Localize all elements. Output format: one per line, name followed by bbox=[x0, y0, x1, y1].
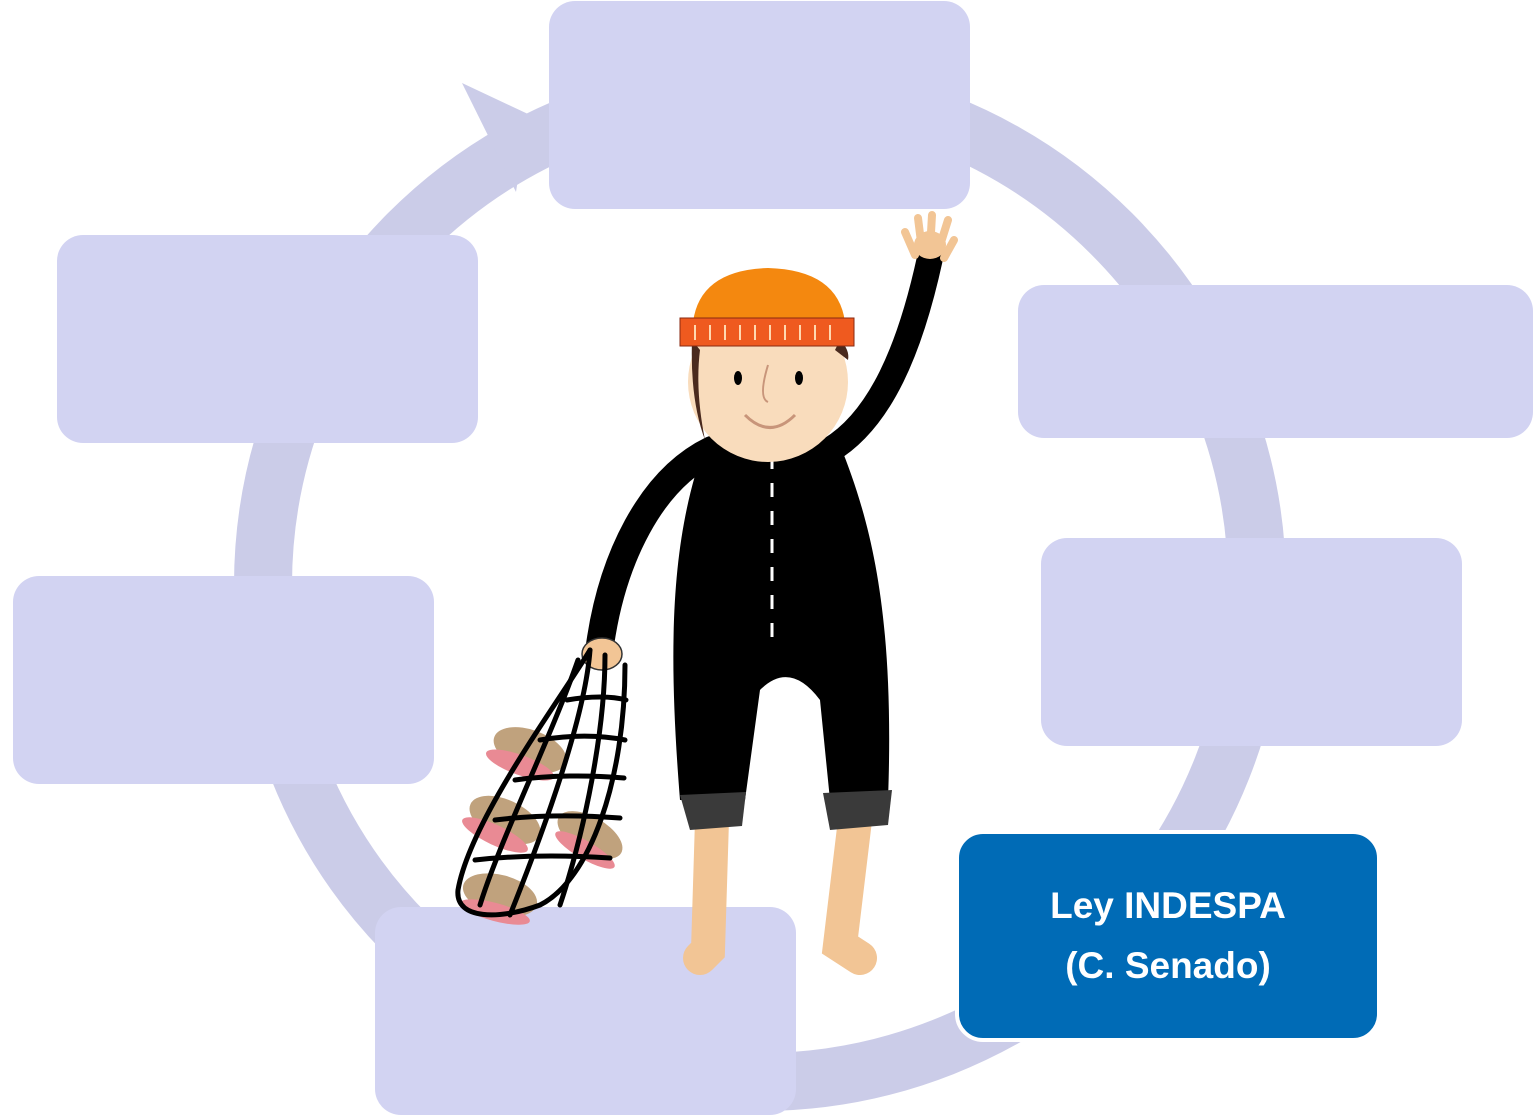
step-box-right-lower bbox=[1041, 538, 1462, 746]
step-box-left-upper bbox=[57, 235, 478, 443]
step-box-active: Ley INDESPA (C. Senado) bbox=[955, 830, 1381, 1042]
step-box-left-lower bbox=[13, 576, 434, 784]
step-box-bottom bbox=[375, 907, 796, 1115]
step-box-right-upper bbox=[1018, 285, 1533, 438]
step-box-top bbox=[549, 1, 970, 209]
cycle-arrowhead bbox=[462, 83, 528, 192]
active-box-label-line1: Ley INDESPA bbox=[1050, 885, 1286, 926]
active-box-label: Ley INDESPA (C. Senado) bbox=[1050, 876, 1286, 996]
active-box-label-line2: (C. Senado) bbox=[1065, 945, 1271, 986]
